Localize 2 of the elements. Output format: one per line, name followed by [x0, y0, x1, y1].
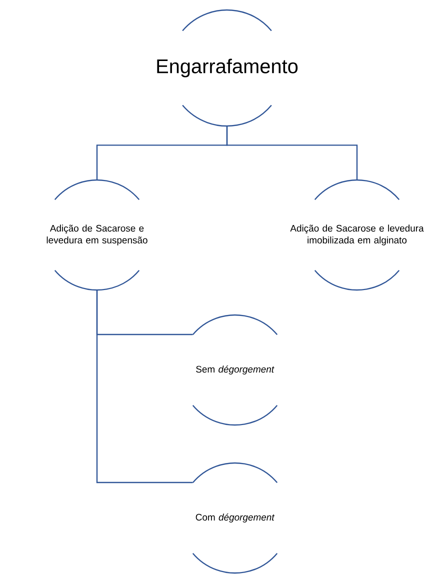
connector [226, 126, 358, 180]
connector [96, 290, 193, 484]
